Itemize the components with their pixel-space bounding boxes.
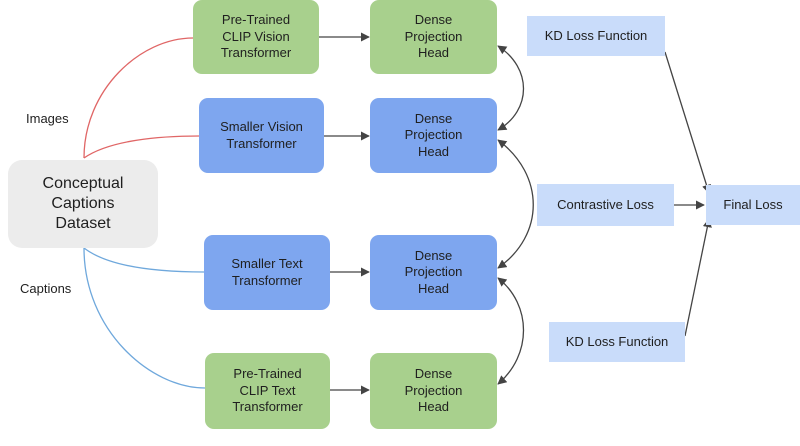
- contrastive-loss-box: Contrastive Loss: [537, 184, 674, 226]
- double-arrow-proj-3-proj-4: [497, 277, 525, 385]
- clip-vision-transformer-box: Pre-Trained CLIP Vision Transformer: [193, 0, 319, 74]
- double-arrow-proj-1-proj-2: [497, 45, 525, 131]
- projection-head-1: Dense Projection Head: [370, 0, 497, 74]
- arrow-kd-bottom-to-final: [684, 218, 712, 337]
- edge-dataset-to-clip-vision: [83, 37, 194, 159]
- kd-loss-top-box: KD Loss Function: [527, 16, 665, 56]
- images-label: Images: [26, 111, 69, 126]
- projection-head-2: Dense Projection Head: [370, 98, 497, 173]
- kd-loss-bottom-box: KD Loss Function: [549, 322, 685, 362]
- smaller-text-transformer-box: Smaller Text Transformer: [204, 235, 330, 310]
- projection-head-3: Dense Projection Head: [370, 235, 497, 310]
- final-loss-box: Final Loss: [706, 185, 800, 225]
- projection-head-4: Dense Projection Head: [370, 353, 497, 429]
- captions-label: Captions: [20, 281, 72, 296]
- edge-dataset-to-small-vision: [83, 135, 200, 159]
- clip-text-transformer-box: Pre-Trained CLIP Text Transformer: [205, 353, 330, 429]
- dataset-box: Conceptual Captions Dataset: [8, 160, 158, 248]
- edge-dataset-to-small-text: [83, 247, 205, 273]
- arrow-kd-top-to-final: [664, 51, 711, 194]
- smaller-vision-transformer-box: Smaller Vision Transformer: [199, 98, 324, 173]
- double-arrow-proj-2-proj-3: [497, 139, 534, 269]
- edge-dataset-to-clip-text: [83, 247, 206, 389]
